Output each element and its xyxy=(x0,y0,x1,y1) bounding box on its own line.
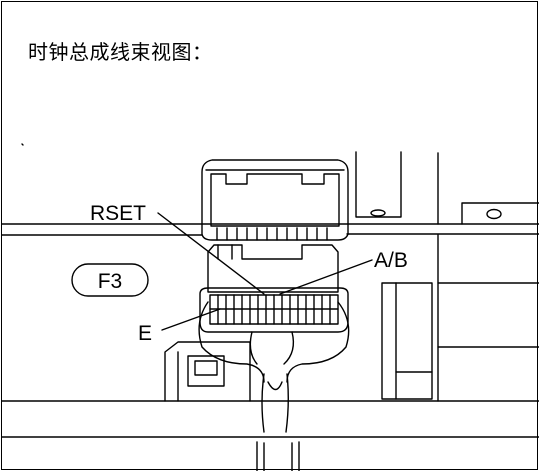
rset-label: RSET xyxy=(90,202,146,225)
side-bracket xyxy=(381,282,433,400)
panel-edges xyxy=(2,143,539,438)
e-label: E xyxy=(138,322,152,345)
wire-bundle xyxy=(198,301,350,471)
connector-callout: F3 xyxy=(71,263,149,297)
connector-id-label: F3 xyxy=(98,270,123,293)
lower-connector xyxy=(199,244,349,333)
diagram-title: 时钟总成线束视图： xyxy=(28,40,213,64)
leader-lines xyxy=(157,212,373,331)
upper-connector xyxy=(201,159,349,241)
ab-label: A/B xyxy=(374,249,408,272)
harness-clip xyxy=(164,341,251,402)
